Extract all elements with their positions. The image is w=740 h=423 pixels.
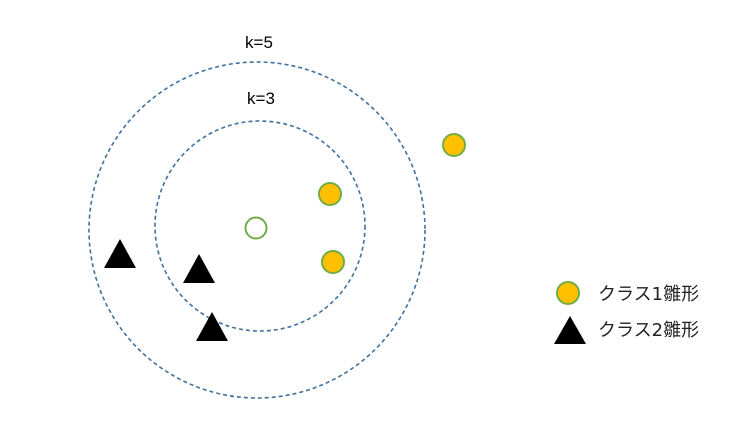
query-point-icon bbox=[244, 216, 268, 240]
legend: クラス1雛形 クラス2雛形 bbox=[554, 281, 699, 344]
k3-boundary-circle bbox=[154, 120, 366, 332]
legend-class2-label: クラス2雛形 bbox=[598, 320, 699, 341]
orange-circle-icon bbox=[556, 281, 580, 305]
class1-point-icon bbox=[442, 133, 466, 157]
class2-point-icon bbox=[104, 239, 136, 268]
legend-class1-label: クラス1雛形 bbox=[598, 284, 699, 305]
class2-point-icon bbox=[196, 312, 228, 341]
black-triangle-icon bbox=[554, 316, 586, 344]
k5-boundary-circle bbox=[88, 61, 426, 399]
k3-label: k=3 bbox=[247, 89, 275, 108]
class1-point-icon bbox=[318, 182, 342, 206]
class1-point-icon bbox=[321, 250, 345, 274]
k5-label: k=5 bbox=[245, 33, 273, 52]
class2-point-icon bbox=[183, 254, 215, 283]
